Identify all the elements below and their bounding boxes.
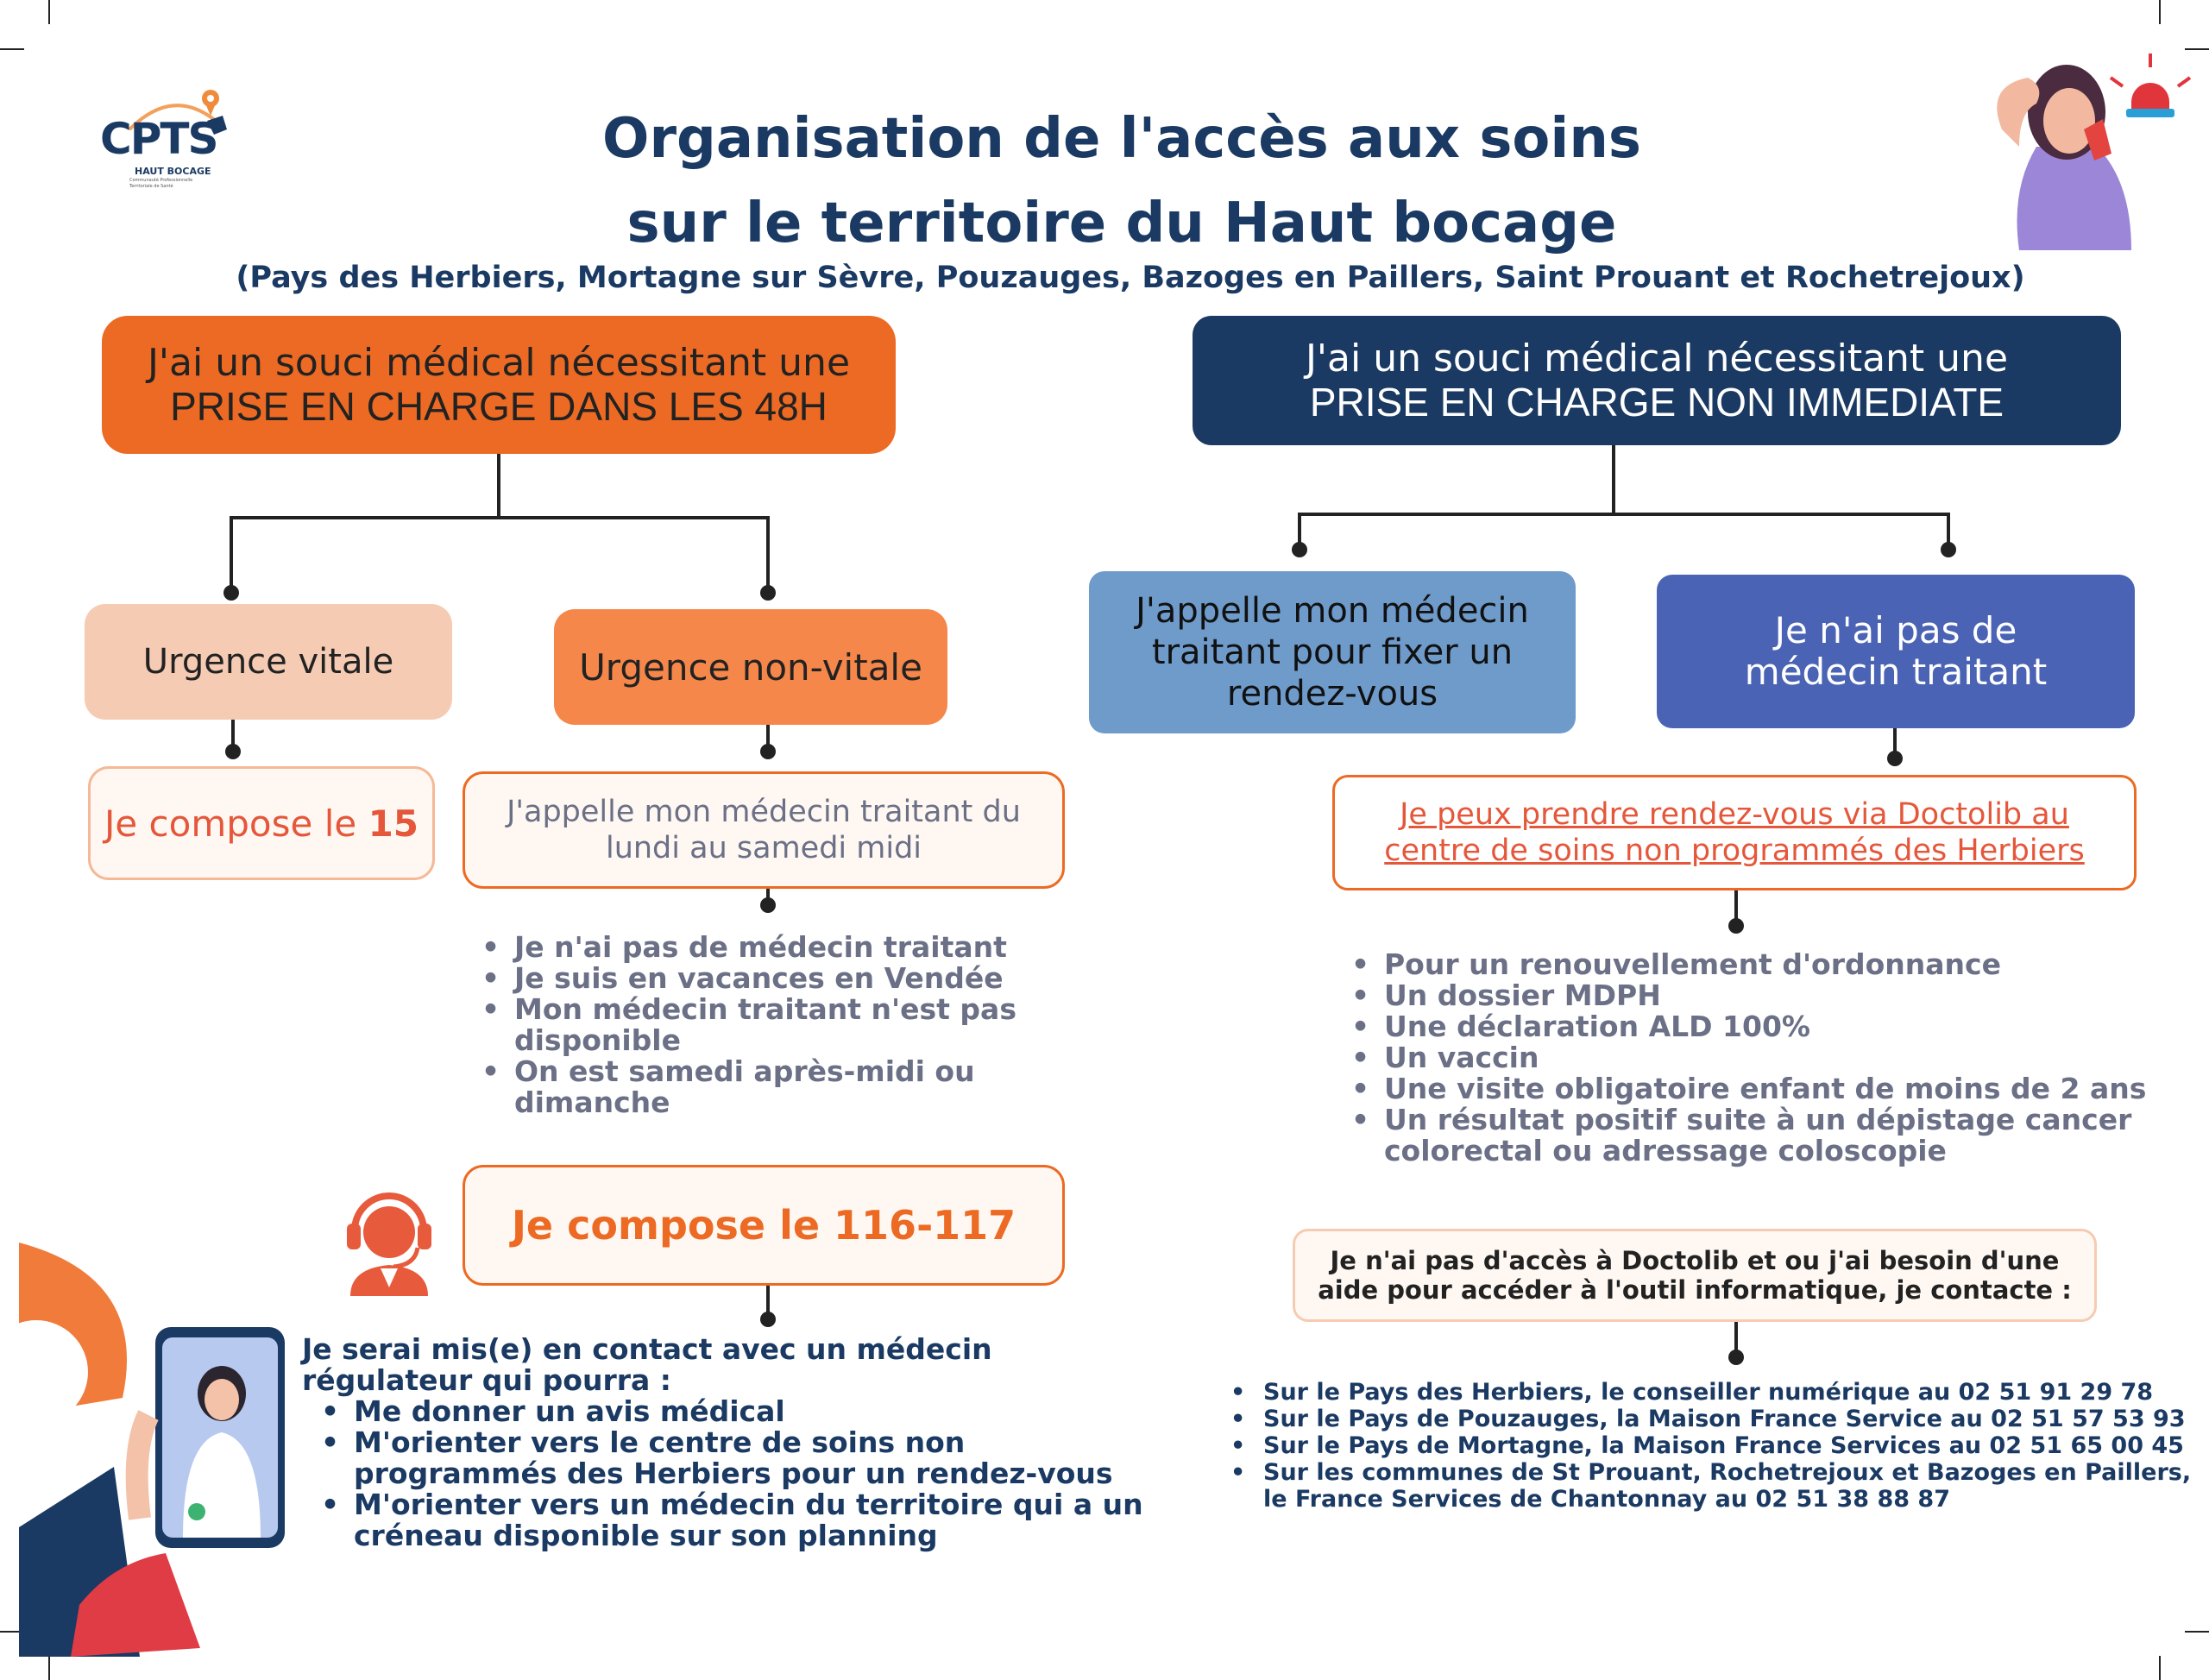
list-item: Un vaccin <box>1351 1042 2178 1074</box>
contact-intro-line1: Je serai mis(e) en contact avec un médec… <box>302 1332 992 1366</box>
pas-medecin-label: Je n'ai pas de médecin traitant <box>1744 609 2048 693</box>
list-item: Je suis en vacances en Vendée <box>481 963 1067 995</box>
compose-15-box: Je compose le 15 <box>88 766 435 880</box>
connector-dot <box>760 585 776 601</box>
connector <box>1298 513 1950 516</box>
connector-dot <box>1728 918 1744 934</box>
page-subtitle: (Pays des Herbiers, Mortagne sur Sèvre, … <box>236 261 2025 295</box>
urgence-vitale-label: Urgence vitale <box>142 642 394 682</box>
connector <box>766 1286 770 1318</box>
connector <box>1612 445 1615 514</box>
main-48h-line1: J'ai un souci médical nécessitant une <box>147 341 851 385</box>
crop-mark <box>2185 1631 2209 1633</box>
connector <box>231 720 235 751</box>
page-title-line2: sur le territoire du Haut bocage <box>626 192 1617 255</box>
phone-doctor-illustration <box>0 1243 304 1657</box>
connector <box>497 454 500 518</box>
connector <box>1734 1322 1738 1356</box>
appelle-medecin-box: J'appelle mon médecin traitant du lundi … <box>463 771 1065 889</box>
main-non-immediate-line1: J'ai un souci médical nécessitant une <box>1305 337 2009 381</box>
logo-text: CPTS <box>100 114 218 164</box>
no-access-box: Je n'ai pas d'accès à Doctolib et ou j'a… <box>1293 1229 2097 1322</box>
connector <box>766 889 770 904</box>
list-item: Un dossier MDPH <box>1351 980 2178 1012</box>
pas-medecin-box: Je n'ai pas de médecin traitant <box>1657 575 2135 728</box>
appelle-line2: lundi au samedi midi <box>605 831 922 865</box>
compose-116-box: Je compose le 116-117 <box>463 1165 1065 1286</box>
crop-mark <box>48 0 50 24</box>
connector-dot <box>760 744 776 759</box>
logo-pin-icon <box>128 90 227 135</box>
crop-mark <box>2185 48 2209 50</box>
connector <box>1893 728 1897 758</box>
doctolib-link-line1[interactable]: Je peux prendre rendez-vous via Doctolib… <box>1400 797 2069 832</box>
list-item: Un résultat positif suite à un dépistage… <box>1351 1104 2178 1167</box>
list-item: Pour un renouvellement d'ordonnance <box>1351 949 2178 981</box>
connector <box>230 516 770 519</box>
connector-dot <box>760 1312 776 1327</box>
left-case-list: Je n'ai pas de médecin traitant Je suis … <box>476 932 1067 1118</box>
list-item: Sur le Pays des Herbiers, le conseiller … <box>1230 1379 2209 1406</box>
crop-mark <box>0 1631 24 1633</box>
connector <box>766 725 770 751</box>
compose-15-prefix: Je compose le <box>104 802 368 845</box>
connector-dot <box>225 744 241 759</box>
compose-15-number: 15 <box>368 802 419 845</box>
connector-dot <box>1887 751 1903 766</box>
connector-dot <box>760 897 776 913</box>
doctolib-link-line2[interactable]: centre de soins non programmés des Herbi… <box>1384 834 2085 868</box>
urgence-vitale-box: Urgence vitale <box>85 604 452 720</box>
contacts-list: Sur le Pays des Herbiers, le conseiller … <box>1224 1379 2209 1513</box>
headset-operator-icon <box>342 1179 437 1296</box>
urgence-non-vitale-box: Urgence non-vitale <box>554 609 947 725</box>
contact-intro-line2: régulateur qui pourra : <box>302 1363 671 1397</box>
list-item: Une déclaration ALD 100% <box>1351 1011 2178 1043</box>
appelle-rdv-label: J'appelle mon médecin traitant pour fixe… <box>1136 591 1529 714</box>
right-reason-list: Pour un renouvellement d'ordonnance Un d… <box>1346 949 2178 1167</box>
main-48h-line2: PRISE EN CHARGE DANS LES 48H <box>170 384 828 429</box>
logo-sub: HAUT BOCAGE <box>135 166 211 177</box>
crop-mark <box>2159 1656 2161 1680</box>
list-item: Me donner un avis médical <box>321 1396 1148 1428</box>
connector-dot <box>1941 542 1956 557</box>
connector-dot <box>223 585 239 601</box>
no-access-line1: Je n'ai pas d'accès à Doctolib et ou j'a… <box>1330 1246 2060 1275</box>
main-box-48h: J'ai un souci médical nécessitant une PR… <box>102 316 896 454</box>
contact-list: Me donner un avis médical M'orienter ver… <box>316 1396 1148 1551</box>
logo-small: Communauté Professionnelle Territoriale … <box>129 178 193 189</box>
list-item: Une visite obligatoire enfant de moins d… <box>1351 1073 2178 1105</box>
appelle-line1: J'appelle mon médecin traitant du <box>507 795 1021 829</box>
crop-mark <box>0 48 24 50</box>
page-title-line1: Organisation de l'accès aux soins <box>602 107 1641 171</box>
main-non-immediate-line2: PRISE EN CHARGE NON IMMEDIATE <box>1309 380 2004 425</box>
cpts-logo: CPTS HAUT BOCAGE Communauté Professionne… <box>95 86 242 198</box>
appelle-rdv-box: J'appelle mon médecin traitant pour fixe… <box>1089 571 1576 733</box>
worried-woman-illustration <box>1959 52 2192 250</box>
list-item: M'orienter vers le centre de soins non p… <box>321 1427 1148 1489</box>
crop-mark <box>48 1656 50 1680</box>
list-item: Je n'ai pas de médecin traitant <box>481 932 1067 964</box>
list-item: Mon médecin traitant n'est pas disponibl… <box>481 994 1067 1056</box>
connector-dot <box>1292 542 1307 557</box>
urgence-non-vitale-label: Urgence non-vitale <box>579 645 922 689</box>
list-item: Sur les communes de St Prouant, Rochetre… <box>1230 1459 2209 1513</box>
list-item: On est samedi après-midi ou dimanche <box>481 1056 1067 1118</box>
list-item: M'orienter vers un médecin du territoire… <box>321 1489 1148 1551</box>
list-item: Sur le Pays de Mortagne, la Maison Franc… <box>1230 1432 2209 1459</box>
main-box-non-immediate: J'ai un souci médical nécessitant une PR… <box>1193 316 2121 445</box>
connector <box>230 516 233 592</box>
contact-intro: Je serai mis(e) en contact avec un médec… <box>302 1334 992 1396</box>
connector <box>1298 513 1301 549</box>
connector <box>1734 890 1738 925</box>
crop-mark <box>2159 0 2161 24</box>
compose-116-label: Je compose le 116-117 <box>511 1202 1016 1249</box>
connector <box>766 516 770 592</box>
list-item: Sur le Pays de Pouzauges, la Maison Fran… <box>1230 1406 2209 1432</box>
connector <box>1947 513 1950 549</box>
no-access-line2: aide pour accéder à l'outil informatique… <box>1318 1275 2072 1305</box>
connector-dot <box>1728 1350 1744 1365</box>
doctolib-box[interactable]: Je peux prendre rendez-vous via Doctolib… <box>1332 775 2137 890</box>
